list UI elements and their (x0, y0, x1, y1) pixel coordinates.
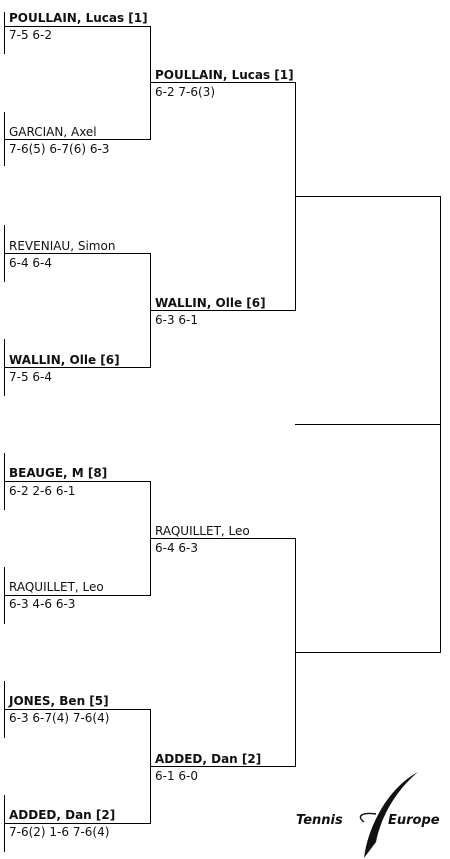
r1-player-name: GARCIAN, Axel (9, 125, 97, 139)
r2-player-score: 6-4 6-3 (155, 541, 199, 555)
bracket-tick (4, 112, 5, 166)
r1-player-name: RAQUILLET, Leo (9, 580, 104, 594)
bracket-line (5, 823, 151, 824)
r1-player-score: 6-3 6-7(4) 7-6(4) (9, 711, 110, 725)
bracket-tick (4, 12, 5, 54)
r2-player-name: ADDED, Dan [2] (155, 752, 262, 766)
r1-player-score: 7-6(2) 1-6 7-6(4) (9, 825, 110, 839)
bracket-tick (4, 795, 5, 852)
r1-player-name: WALLIN, Olle [6] (9, 353, 120, 367)
bracket-line (5, 709, 151, 710)
bracket-connector (440, 196, 441, 653)
bracket-connector (150, 253, 151, 368)
bracket-tick (4, 453, 5, 510)
bracket-line (151, 82, 296, 83)
bracket-line (151, 310, 296, 311)
bracket-line-empty (295, 652, 441, 653)
r1-player-score: 7-6(5) 6-7(6) 6-3 (9, 142, 110, 156)
bracket-line (5, 139, 151, 140)
bracket-line (5, 481, 151, 482)
logo-word-tennis: Tennis (296, 813, 343, 828)
r1-player-score: 7-5 6-2 (9, 28, 53, 42)
bracket-connector (150, 26, 151, 140)
bracket-line-empty (295, 196, 441, 197)
tennis-europe-logo: Tennis Europe (296, 772, 440, 858)
bracket-line-empty (295, 424, 441, 425)
bracket-line (5, 367, 151, 368)
r2-player-name: RAQUILLET, Leo (155, 524, 250, 538)
bracket-line (5, 253, 151, 254)
r2-player-name: POULLAIN, Lucas [1] (155, 68, 294, 82)
bracket-line (5, 26, 151, 27)
r1-player-score: 6-3 4-6 6-3 (9, 597, 76, 611)
bracket-connector (150, 481, 151, 596)
r2-player-score: 6-2 7-6(3) (155, 85, 216, 99)
logo-word-europe: Europe (388, 813, 440, 828)
r1-player-score: 7-5 6-4 (9, 370, 53, 384)
r1-player-name: BEAUGE, M [8] (9, 466, 108, 480)
r1-player-name: POULLAIN, Lucas [1] (9, 11, 148, 25)
r1-player-name: REVENIAU, Simon (9, 239, 116, 253)
bracket-line (151, 766, 296, 767)
r2-player-score: 6-1 6-0 (155, 769, 199, 783)
bracket-line (151, 538, 296, 539)
r1-player-name: JONES, Ben [5] (9, 694, 109, 708)
bracket-tick (4, 339, 5, 396)
bracket-connector (150, 709, 151, 824)
logo-swoosh (364, 772, 418, 858)
bracket-tick (4, 225, 5, 282)
r1-player-name: ADDED, Dan [2] (9, 808, 116, 822)
r1-player-score: 6-2 2-6 6-1 (9, 484, 76, 498)
bracket-tick (4, 681, 5, 738)
r2-player-score: 6-3 6-1 (155, 313, 199, 327)
r2-player-name: WALLIN, Olle [6] (155, 296, 266, 310)
logo-curve (359, 812, 377, 823)
r1-player-score: 6-4 6-4 (9, 256, 53, 270)
bracket-line (5, 595, 151, 596)
bracket-tick (4, 567, 5, 624)
